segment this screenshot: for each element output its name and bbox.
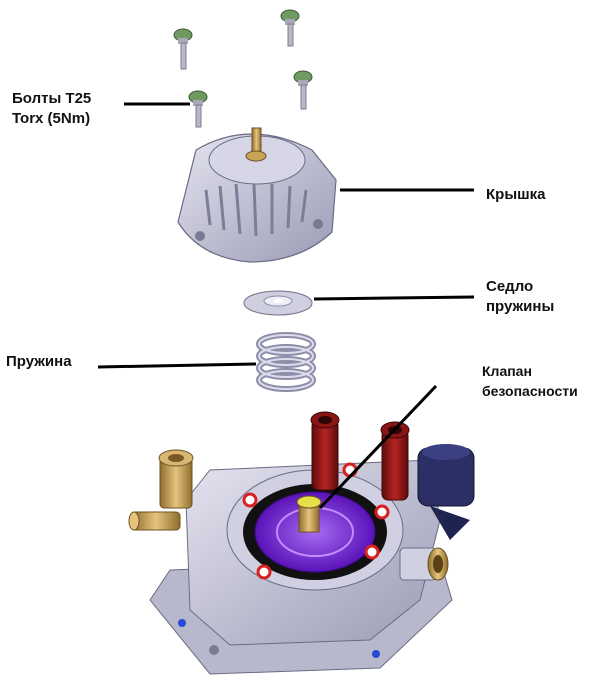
- label-safety-valve-line1: Клапан: [482, 363, 532, 379]
- label-cover: Крышка: [486, 186, 546, 203]
- label-bolts: Болты T25 Torx (5Nm): [12, 89, 91, 129]
- bolt-1: [173, 28, 193, 70]
- red-inlet-right: [380, 421, 410, 501]
- label-safety-valve: Клапан безопасности: [482, 361, 578, 401]
- leader-spring: [97, 362, 257, 369]
- bolt-2: [280, 9, 300, 47]
- label-bolts-line2: Torx (5Nm): [12, 110, 91, 127]
- leader-lines: [97, 102, 475, 510]
- leader-spring-seat: [313, 295, 475, 301]
- label-spring-seat: Седло пружины: [486, 277, 554, 317]
- label-bolts-line1: Болты T25: [12, 90, 92, 107]
- brass-fitting-top: [158, 449, 194, 509]
- label-spring-seat-line2: пружины: [486, 298, 555, 315]
- brass-outlet-right: [399, 547, 449, 581]
- label-spring-seat-line1: Седло: [486, 278, 534, 295]
- label-safety-valve-line2: безопасности: [482, 383, 578, 399]
- reducer-body: [149, 459, 453, 675]
- label-spring: Пружина: [6, 353, 72, 370]
- cover-part: [177, 127, 337, 263]
- spring-seat-part: [243, 290, 313, 316]
- red-inlet-left: [310, 411, 340, 491]
- brass-fitting-side: [128, 511, 181, 531]
- bolt-4: [293, 70, 313, 110]
- leader-safety-valve: [318, 384, 438, 510]
- electrical-connector: [417, 444, 475, 540]
- bolt-3: [188, 90, 208, 128]
